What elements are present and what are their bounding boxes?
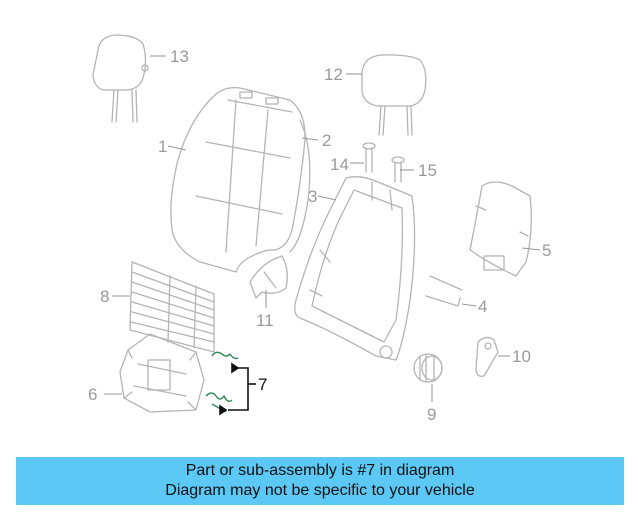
headrest-large — [361, 54, 427, 136]
lumbar-support — [119, 333, 205, 413]
callout-12: 12 — [324, 65, 343, 84]
callout-11: 11 — [256, 311, 274, 330]
banner-line-1: Part or sub-assembly is #7 in diagram — [185, 462, 455, 479]
springs-highlighted — [205, 351, 239, 413]
callout-4: 4 — [478, 297, 487, 316]
seat-back-frame — [294, 176, 416, 361]
trim-strip — [425, 275, 463, 307]
callout-5: 5 — [542, 241, 551, 260]
callout-10: 10 — [512, 347, 531, 366]
callout-1: 1 — [158, 137, 167, 156]
bolt-14 — [362, 142, 376, 173]
seat-back-cushion — [170, 87, 311, 273]
back-panel — [469, 181, 532, 277]
bolt-15 — [391, 156, 405, 183]
banner-line-2: Diagram may not be specific to your vehi… — [165, 482, 475, 499]
callout-9: 9 — [427, 405, 436, 424]
side-trim — [249, 255, 288, 299]
spring-mat — [129, 261, 215, 353]
recliner-knob — [413, 353, 443, 383]
callout-14: 14 — [330, 155, 349, 174]
parts-diagram: 1 2 3 4 5 6 7 8 9 10 11 12 13 14 15 — [88, 34, 551, 424]
callout-2: 2 — [322, 131, 331, 150]
info-banner: Part or sub-assembly is #7 in diagram Di… — [16, 457, 624, 505]
callout-7: 7 — [258, 375, 267, 394]
callout-15: 15 — [418, 161, 437, 180]
callout-13: 13 — [170, 47, 189, 66]
callout-8: 8 — [100, 287, 109, 306]
callout-3: 3 — [308, 187, 317, 206]
release-handle — [475, 336, 499, 377]
headrest-small — [92, 34, 149, 123]
callout-6: 6 — [88, 385, 97, 404]
